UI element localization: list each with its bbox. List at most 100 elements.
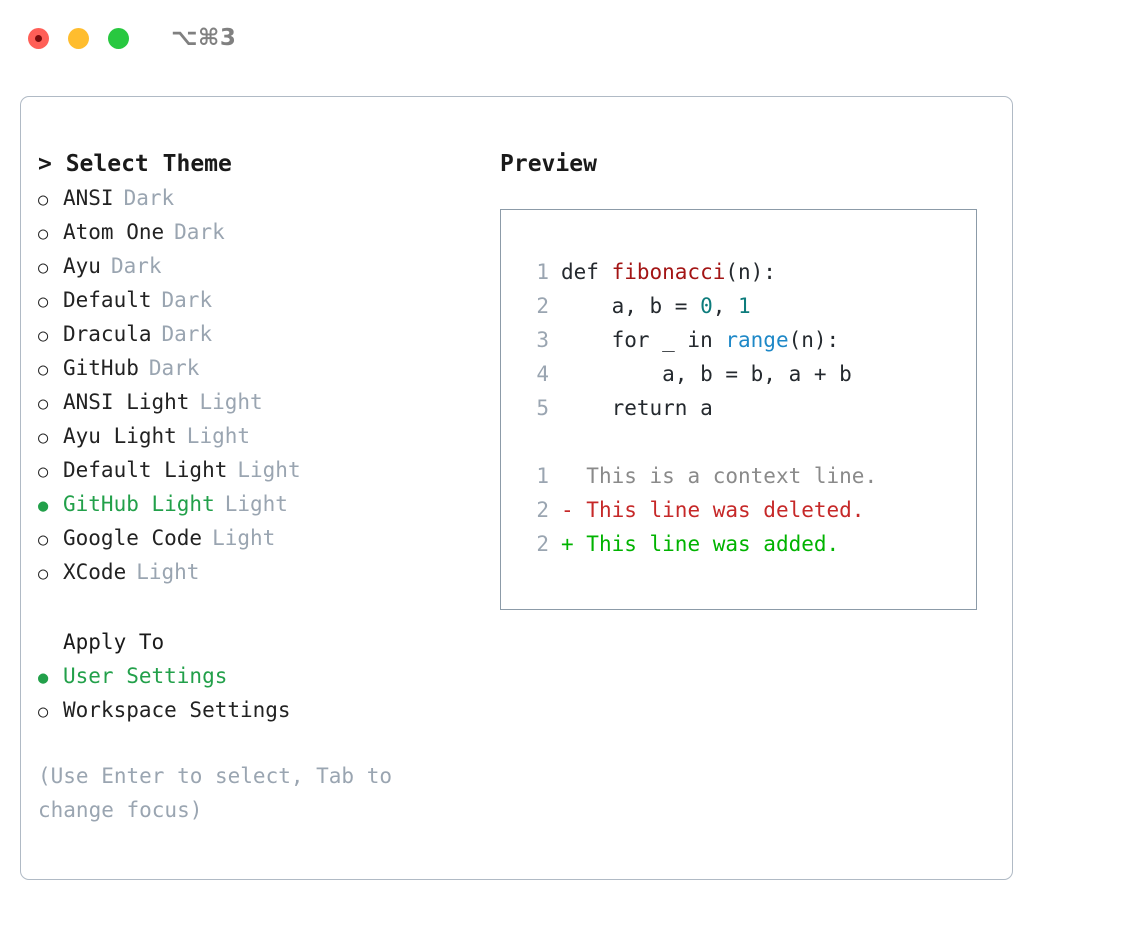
radio-unselected-icon[interactable]: ○	[38, 292, 49, 312]
minimize-window-icon[interactable]	[68, 27, 89, 49]
theme-option-label: Dracula	[63, 322, 152, 346]
theme-option-variant: Light	[186, 424, 251, 448]
code-line-number: 4	[536, 362, 549, 386]
apply-to-option-user-settings[interactable]: ● User Settings	[38, 659, 478, 693]
code-line-content: for _ in range(n):	[561, 323, 840, 357]
code-token: range	[725, 328, 789, 352]
code-token: fibonacci	[611, 260, 726, 284]
radio-unselected-icon[interactable]: ○	[38, 258, 49, 278]
code-token: return a	[561, 396, 713, 420]
theme-option-variant: Dark	[161, 288, 213, 312]
theme-option-variant: Light	[212, 526, 276, 550]
theme-option-label: ANSI Light	[63, 390, 190, 414]
radio-unselected-icon[interactable]: ○	[38, 190, 49, 210]
diff-line-number: 2	[536, 532, 549, 556]
theme-option-label: GitHub	[63, 356, 139, 380]
diff-sample: 1 This is a context line. 2- This line wa…	[523, 459, 976, 561]
theme-option-default-light[interactable]: ○ Default Light Light	[38, 453, 478, 487]
diff-line: 2+ This line was added.	[523, 527, 976, 561]
theme-option-label: Google Code	[63, 526, 203, 550]
apply-to-option-label: User Settings	[63, 664, 228, 688]
theme-option-variant: Dark	[148, 356, 200, 380]
diff-marker	[561, 459, 586, 493]
radio-unselected-icon[interactable]: ○	[38, 394, 49, 414]
code-token: a, b = b, a + b	[561, 362, 852, 386]
theme-option-variant: Dark	[161, 322, 213, 346]
radio-unselected-icon[interactable]: ○	[38, 326, 49, 346]
radio-unselected-icon[interactable]: ○	[38, 702, 49, 722]
theme-option-github[interactable]: ○ GitHub Dark	[38, 351, 478, 385]
code-line-content: return a	[561, 391, 713, 425]
diff-marker: +	[561, 532, 587, 556]
title-bar: ⌥⌘3	[0, 0, 1140, 76]
theme-option-label: Ayu Light	[63, 424, 177, 448]
code-line: 2 a, b = 0, 1	[523, 289, 976, 323]
radio-unselected-icon[interactable]: ○	[38, 224, 49, 244]
code-line-content: a, b = 0, 1	[561, 289, 751, 323]
radio-selected-icon[interactable]: ●	[38, 668, 49, 688]
radio-unselected-icon[interactable]: ○	[38, 428, 49, 448]
traffic-lights	[28, 27, 129, 49]
code-token: 1	[738, 294, 751, 318]
code-line: 5 return a	[523, 391, 976, 425]
code-line-number: 3	[536, 328, 549, 352]
theme-option-google-code[interactable]: ○ Google Code Light	[38, 521, 478, 555]
theme-option-label: GitHub Light	[63, 492, 215, 516]
theme-option-ayu-light[interactable]: ○ Ayu Light Light	[38, 419, 478, 453]
theme-picker-heading: > Select Theme	[38, 151, 232, 177]
theme-option-label: Default Light	[63, 458, 228, 482]
theme-option-variant: Dark	[123, 186, 175, 210]
diff-line-text: This line was deleted.	[586, 498, 865, 522]
theme-option-variant: Dark	[174, 220, 225, 244]
theme-option-dracula[interactable]: ○ Dracula Dark	[38, 317, 478, 351]
radio-unselected-icon[interactable]: ○	[38, 564, 49, 584]
maximize-window-icon[interactable]	[108, 27, 129, 49]
theme-option-variant: Light	[224, 492, 288, 516]
diff-line: 1 This is a context line.	[523, 459, 976, 493]
apply-to-option-list[interactable]: ● User Settings ○ Workspace Settings	[38, 659, 478, 727]
apply-to-option-workspace-settings[interactable]: ○ Workspace Settings	[38, 693, 478, 727]
radio-unselected-icon[interactable]: ○	[38, 462, 49, 482]
code-token: a, b =	[561, 294, 701, 318]
radio-selected-icon[interactable]: ●	[38, 496, 49, 516]
code-token: ,	[712, 294, 739, 318]
code-line-content: a, b = b, a + b	[561, 357, 852, 391]
theme-option-variant: Dark	[110, 254, 162, 278]
code-line: 4 a, b = b, a + b	[523, 357, 976, 391]
radio-unselected-icon[interactable]: ○	[38, 530, 49, 550]
theme-option-github-light[interactable]: ● GitHub Light Light	[38, 487, 478, 521]
code-line-number: 1	[536, 260, 549, 284]
radio-unselected-icon[interactable]: ○	[38, 360, 49, 380]
code-token: (n):	[788, 328, 840, 352]
diff-line-text: This is a context line.	[586, 464, 878, 488]
diff-line-number: 1	[536, 464, 549, 488]
theme-option-label: Atom One	[63, 220, 165, 244]
keyboard-hint-text: (Use Enter to select, Tab to change focu…	[38, 764, 393, 822]
apply-to-option-label: Workspace Settings	[63, 698, 291, 722]
diff-marker: -	[561, 498, 587, 522]
theme-option-variant: Light	[237, 458, 301, 482]
code-line-content: def fibonacci(n):	[561, 255, 776, 289]
theme-option-label: XCode	[63, 560, 127, 584]
code-token: for _ in	[561, 328, 726, 352]
keyboard-shortcut-label: ⌥⌘3	[171, 25, 237, 51]
theme-option-ansi-light[interactable]: ○ ANSI Light Light	[38, 385, 478, 419]
preview-heading: Preview	[500, 151, 597, 177]
code-line: 1 def fibonacci(n):	[523, 255, 976, 289]
code-token: (n):	[725, 260, 776, 284]
theme-option-variant: Light	[199, 390, 263, 414]
diff-line-number: 2	[536, 498, 549, 522]
apply-to-heading: Apply To	[63, 630, 165, 654]
close-window-icon[interactable]	[28, 27, 49, 49]
theme-option-atom-one[interactable]: ○ Atom One Dark	[38, 215, 478, 249]
code-sample: 1 def fibonacci(n):2 a, b = 0, 1 3 for _ i…	[523, 255, 976, 425]
